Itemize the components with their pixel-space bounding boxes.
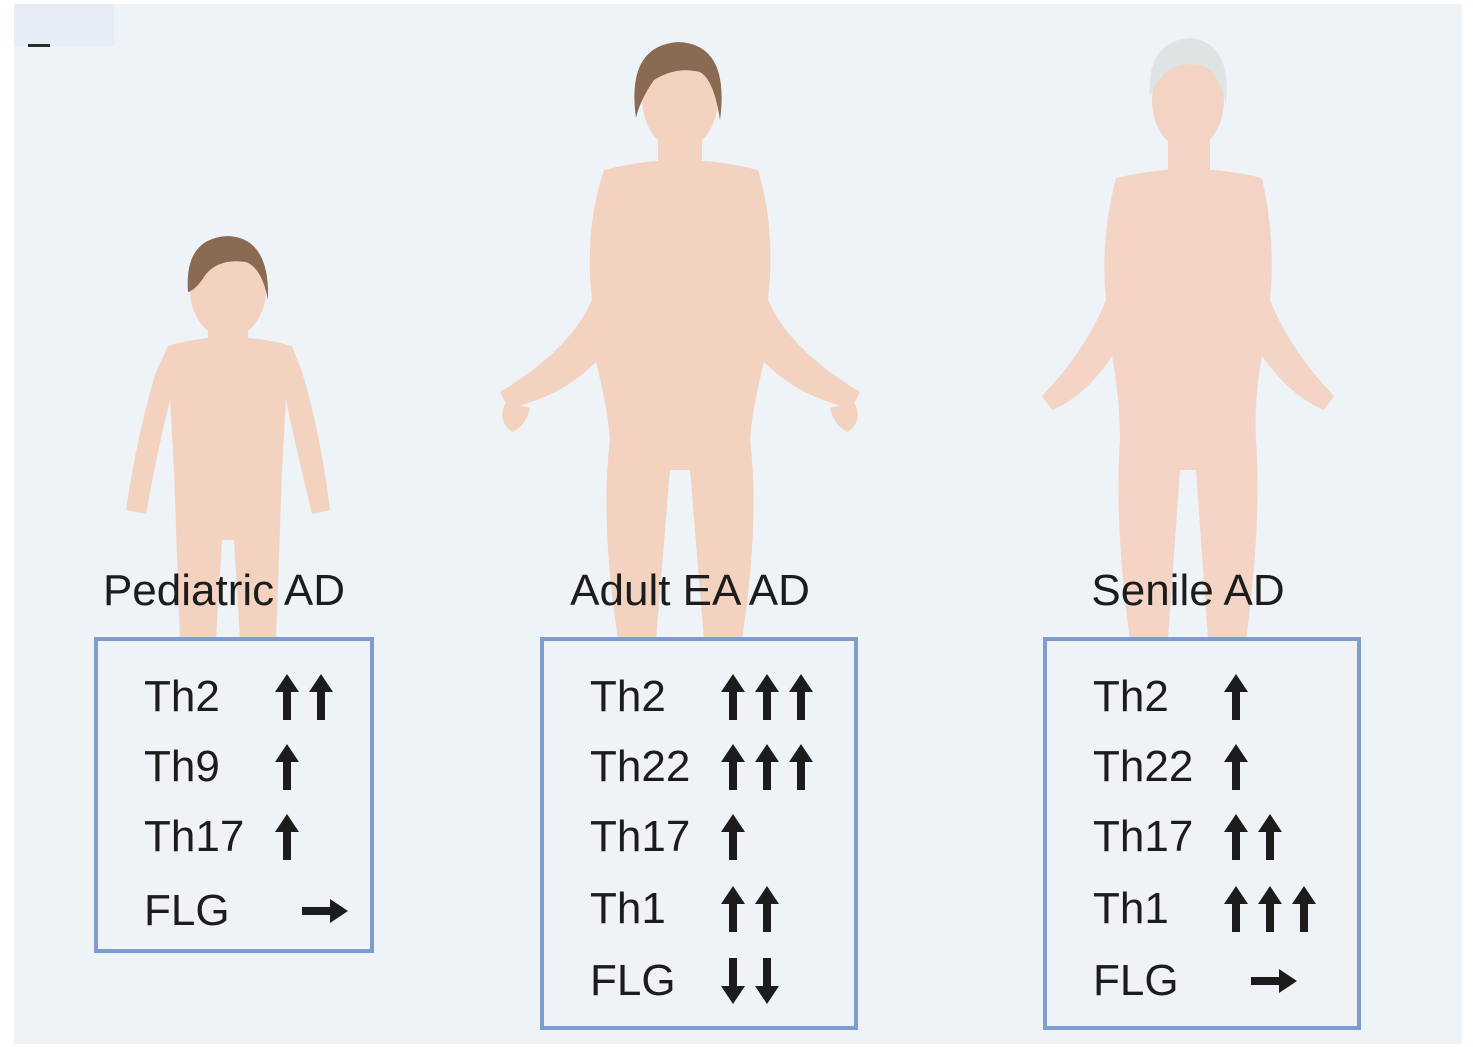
- marker-label: Th17: [144, 807, 272, 867]
- arrow-up-icon: [1221, 671, 1251, 723]
- marker-label: FLG: [1093, 951, 1221, 1011]
- marker-box-pediatric: Th2 Th9 Th17 FLG: [94, 637, 374, 953]
- arrow-group: [1247, 966, 1301, 996]
- marker-row: Th2: [144, 667, 360, 727]
- arrow-up-icon: [1221, 741, 1251, 793]
- arrow-up-icon: [786, 741, 816, 793]
- marker-row: Th17: [590, 807, 844, 867]
- arrow-group: [1221, 671, 1251, 723]
- arrow-right-icon: [1247, 966, 1301, 996]
- marker-row: Th9: [144, 737, 360, 797]
- marker-row: Th17: [1093, 807, 1347, 867]
- marker-label: FLG: [144, 881, 272, 941]
- marker-label: Th2: [590, 667, 718, 727]
- arrow-group: [1221, 741, 1251, 793]
- arrow-up-icon: [718, 671, 748, 723]
- panel-title-pediatric: Pediatric AD: [103, 566, 345, 616]
- arrow-group: [718, 741, 816, 793]
- arrow-up-icon: [272, 811, 302, 863]
- marker-row: Th17: [144, 807, 360, 867]
- arrow-group: [1221, 811, 1285, 863]
- arrow-group: [718, 883, 782, 935]
- panel-title-senile: Senile AD: [1091, 566, 1284, 616]
- arrow-up-icon: [272, 671, 302, 723]
- marker-label: Th9: [144, 737, 272, 797]
- marker-box-senile: Th2 Th22 Th17 Th1 FLG: [1043, 637, 1361, 1030]
- arrow-down-icon: [718, 955, 748, 1007]
- arrow-up-icon: [1221, 883, 1251, 935]
- arrow-up-icon: [718, 741, 748, 793]
- arrow-up-icon: [1289, 883, 1319, 935]
- arrow-group: [272, 811, 302, 863]
- marker-box-adult: Th2 Th22 Th17 Th1 FLG: [540, 637, 858, 1030]
- marker-row: FLG: [1093, 951, 1347, 1011]
- adult-figure: [500, 42, 860, 640]
- arrow-up-icon: [752, 883, 782, 935]
- arrow-group: [272, 671, 336, 723]
- arrow-right-icon: [298, 896, 352, 926]
- panel-title-adult: Adult EA AD: [570, 566, 810, 616]
- marker-label: FLG: [590, 951, 718, 1011]
- marker-row: Th2: [1093, 667, 1347, 727]
- marker-label: Th17: [1093, 807, 1221, 867]
- marker-row: Th1: [590, 879, 844, 939]
- arrow-up-icon: [1255, 883, 1285, 935]
- arrow-group: [298, 896, 352, 926]
- marker-label: Th2: [1093, 667, 1221, 727]
- arrow-up-icon: [272, 741, 302, 793]
- arrow-group: [718, 671, 816, 723]
- marker-label: Th1: [590, 879, 718, 939]
- arrow-group: [1221, 883, 1319, 935]
- arrow-up-icon: [1221, 811, 1251, 863]
- adult-left-hand: [502, 402, 530, 432]
- arrow-group: [718, 811, 748, 863]
- marker-label: Th17: [590, 807, 718, 867]
- arrow-up-icon: [718, 883, 748, 935]
- marker-row: Th22: [590, 737, 844, 797]
- arrow-up-icon: [786, 671, 816, 723]
- marker-label: Th2: [144, 667, 272, 727]
- marker-label: Th22: [1093, 737, 1221, 797]
- arrow-up-icon: [718, 811, 748, 863]
- marker-row: Th2: [590, 667, 844, 727]
- arrow-up-icon: [1255, 811, 1285, 863]
- arrow-up-icon: [306, 671, 336, 723]
- arrow-up-icon: [752, 741, 782, 793]
- arrow-group: [718, 955, 782, 1007]
- senior-figure: [1042, 38, 1334, 640]
- marker-row: FLG: [590, 951, 844, 1011]
- arrow-group: [272, 741, 302, 793]
- marker-row: FLG: [144, 881, 360, 941]
- marker-label: Th1: [1093, 879, 1221, 939]
- marker-label: Th22: [590, 737, 718, 797]
- marker-row: Th22: [1093, 737, 1347, 797]
- arrow-up-icon: [752, 671, 782, 723]
- arrow-down-icon: [752, 955, 782, 1007]
- adult-right-hand: [830, 402, 858, 432]
- marker-row: Th1: [1093, 879, 1347, 939]
